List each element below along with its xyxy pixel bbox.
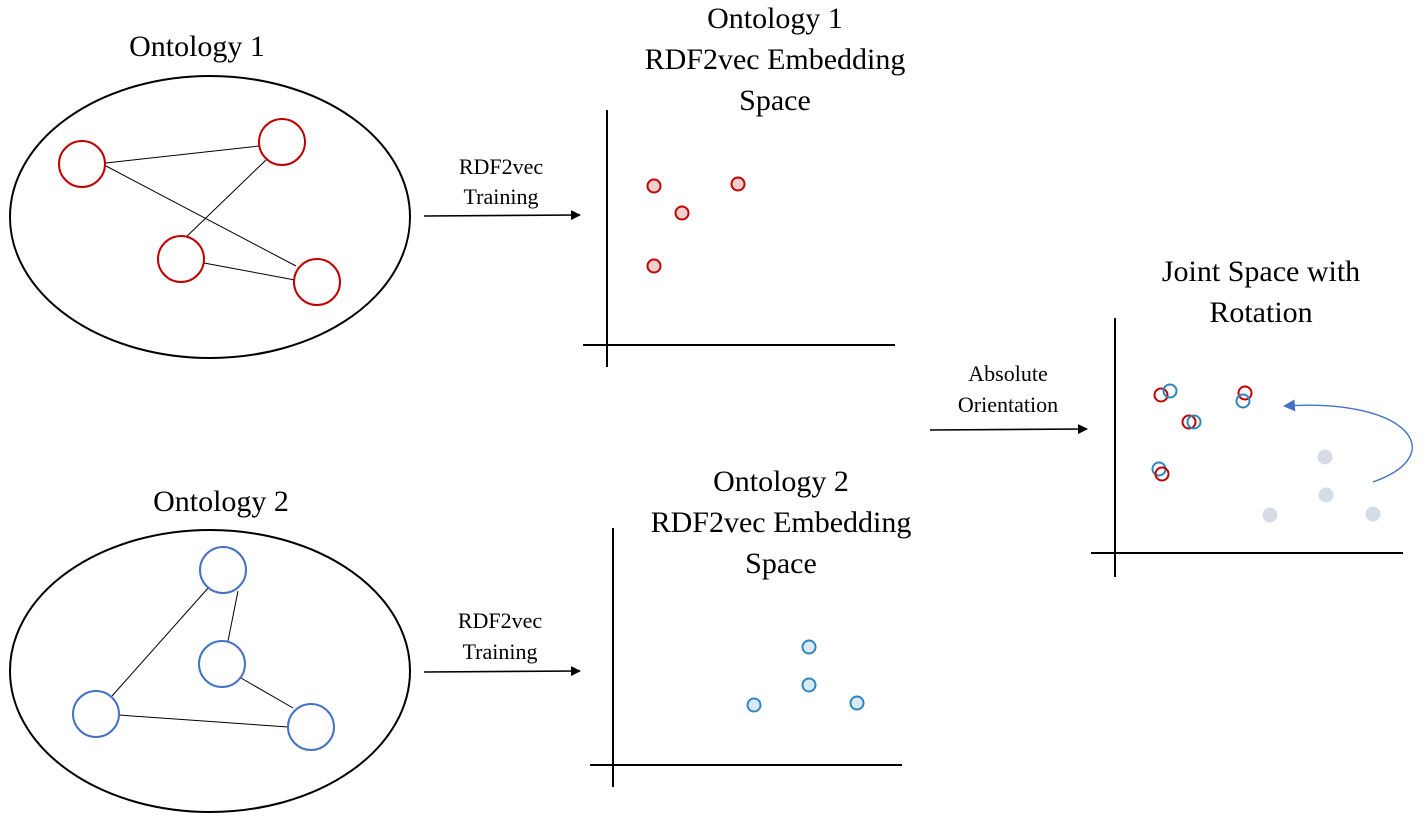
ontology2-node — [72, 690, 120, 738]
embedding2-space: Ontology 2 RDF2vec Embedding Space — [590, 465, 911, 787]
embedding2-point — [746, 697, 762, 713]
joint-ontology1-point — [1181, 414, 1197, 430]
ontology2-edge — [240, 677, 294, 709]
ontology2-node — [199, 546, 247, 594]
embedding1-point — [646, 258, 662, 274]
ontology2-title: Ontology 2 — [153, 485, 289, 518]
training1-label-line2: Training — [464, 184, 539, 209]
ontology1-node — [293, 258, 341, 306]
embedding1-point — [730, 176, 746, 192]
ontology1-node — [157, 235, 205, 283]
ontology1-edge — [203, 262, 296, 281]
ontology2-graph: Ontology 2 — [9, 485, 411, 813]
joint-ontology2-point — [1162, 383, 1178, 399]
embedding1-title-line3: Space — [739, 84, 811, 117]
joint-ontology1-point — [1154, 466, 1170, 482]
training2-label-line1: RDF2vec — [458, 608, 543, 633]
embedding2-point — [849, 695, 865, 711]
training2-arrow-group: RDF2vec Training — [423, 608, 581, 677]
ontology1-edge — [105, 165, 297, 267]
training1-label-line1: RDF2vec — [459, 154, 544, 179]
ontology1-graph: Ontology 1 — [9, 30, 411, 359]
rotation-arrow — [1283, 399, 1413, 483]
embedding2-title-line1: Ontology 2 — [713, 465, 849, 498]
training2-arrow — [423, 666, 581, 677]
ontology2-boundary — [9, 529, 411, 813]
joint-ontology2-point — [1235, 393, 1251, 409]
training2-label-line2: Training — [463, 639, 538, 664]
joint-title-line2: Rotation — [1209, 296, 1312, 329]
ontology2-edge — [118, 714, 289, 728]
joint-unrotated-point — [1262, 507, 1278, 523]
embedding2-title-line3: Space — [745, 547, 817, 580]
alignment-arrow-group: Absolute Orientation — [929, 361, 1088, 435]
joint-ontology2-point — [1186, 414, 1202, 430]
ontology1-node — [58, 140, 106, 188]
embedding1-point — [674, 205, 690, 221]
ontology2-edge — [227, 590, 239, 642]
ontology1-edge — [182, 159, 267, 241]
training1-arrow-group: RDF2vec Training — [423, 154, 581, 221]
embedding1-title-line1: Ontology 1 — [707, 2, 843, 35]
alignment-label-line2: Orientation — [958, 392, 1058, 417]
ontology1-title: Ontology 1 — [129, 30, 265, 63]
embedding2-point — [801, 677, 817, 693]
training1-arrow — [423, 210, 581, 221]
alignment-label-line1: Absolute — [968, 361, 1047, 386]
joint-title-line1: Joint Space with — [1162, 255, 1360, 288]
ontology1-boundary — [9, 75, 411, 359]
embedding1-point — [646, 178, 662, 194]
ontology1-edge — [105, 145, 260, 164]
joint-ontology1-point — [1153, 387, 1169, 403]
joint-unrotated-point — [1317, 449, 1333, 465]
joint-unrotated-point — [1365, 506, 1381, 522]
embedding2-point — [801, 639, 817, 655]
joint-ontology1-point — [1237, 385, 1253, 401]
ontology1-node — [258, 118, 306, 166]
alignment-arrow — [929, 424, 1088, 435]
embedding1-title-line2: RDF2vec Embedding — [645, 43, 906, 76]
ontology2-node — [287, 703, 335, 751]
embedding1-space: Ontology 1 RDF2vec Embedding Space — [583, 2, 905, 367]
ontology2-edge — [111, 586, 210, 697]
ontology2-node — [198, 640, 246, 688]
joint-unrotated-point — [1318, 487, 1334, 503]
joint-space: Joint Space with Rotation — [1091, 255, 1413, 577]
embedding2-title-line2: RDF2vec Embedding — [651, 506, 912, 539]
